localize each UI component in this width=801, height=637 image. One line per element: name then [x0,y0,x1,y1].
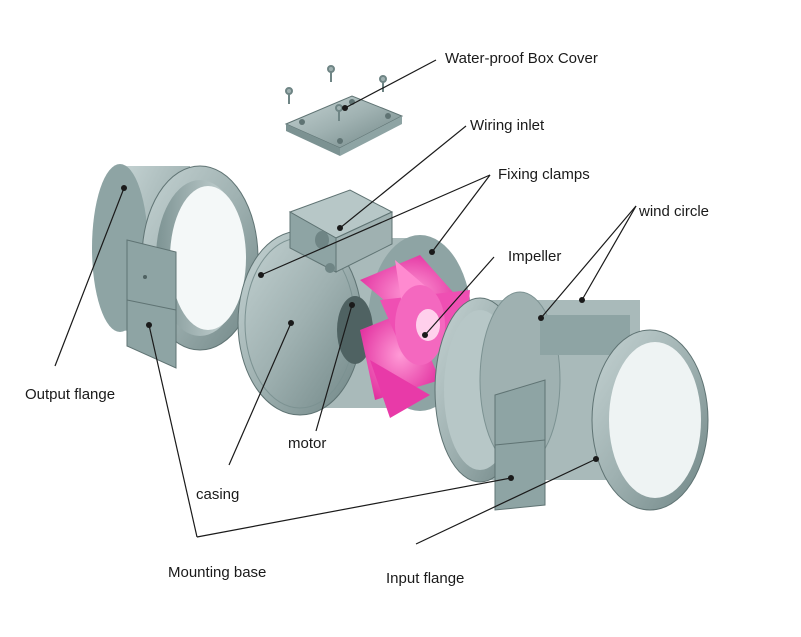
label-casing: casing [196,486,240,503]
label-wind-circle: wind circle [639,203,710,220]
leader-dots [121,105,599,481]
label-output-flange: Output flange [25,386,116,403]
label-wiring-inlet: Wiring inlet [470,117,545,134]
label-mounting-base: Mounting base [168,564,267,581]
leader-lines [54,59,637,545]
label-motor: motor [288,435,327,452]
label-impeller: Impeller [508,248,562,265]
label-input-flange: Input flange [386,570,465,587]
mounting-bracket-left [126,239,177,369]
screws [285,65,387,121]
label-box-cover: Water-proof Box Cover [445,50,598,67]
input-flange [434,291,709,511]
box-cover [284,95,404,156]
mounting-bracket-right [494,379,546,511]
junction-box [288,189,394,273]
label-fixing-clamps: Fixing clamps [498,166,590,183]
